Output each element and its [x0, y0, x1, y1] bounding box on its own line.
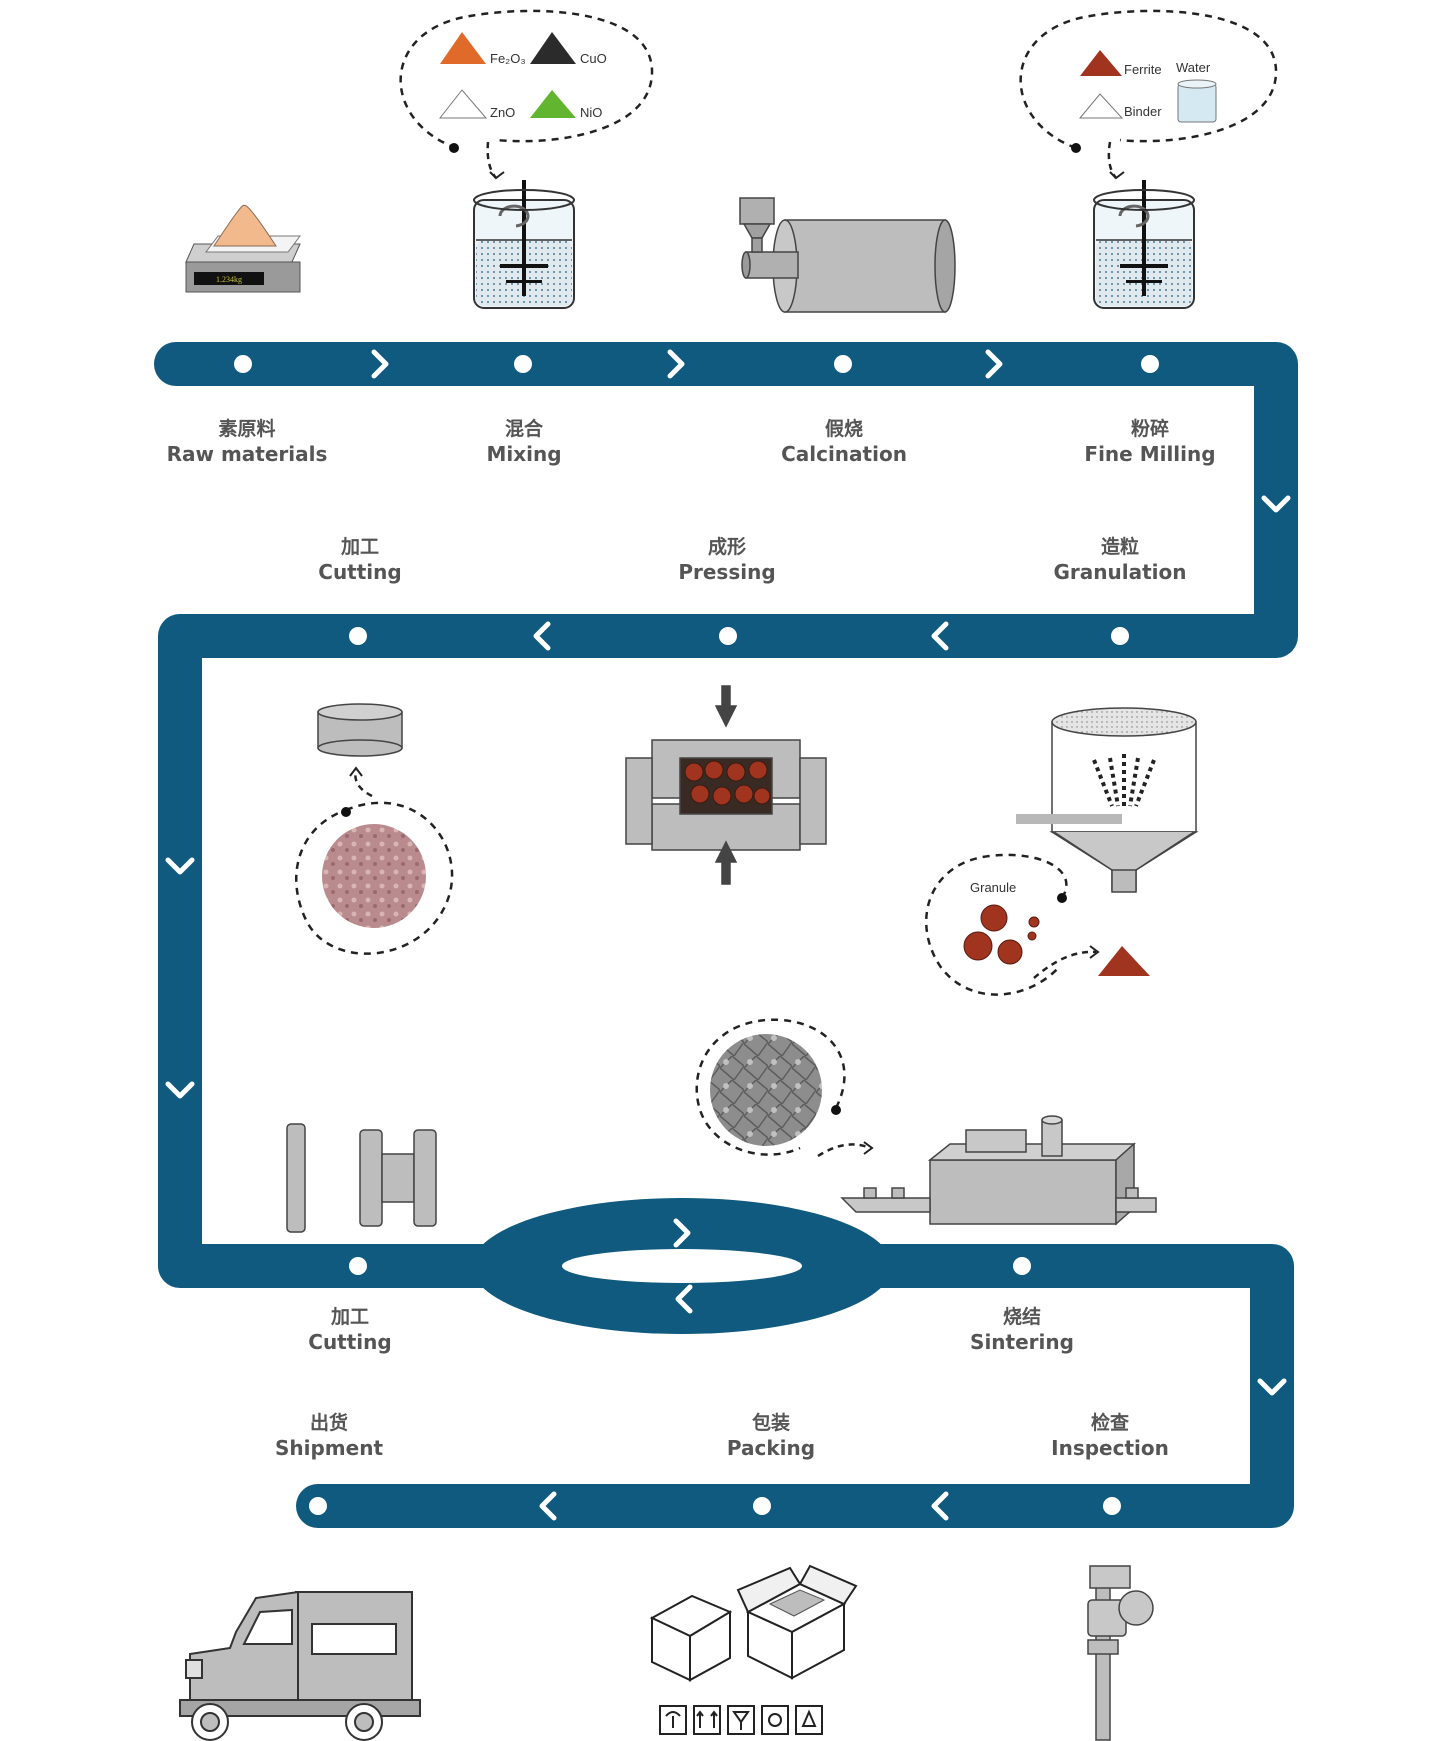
- step-raw-materials: 素原料 Raw materials: [127, 418, 367, 467]
- step-sintering-zh: 烧结: [1002, 1306, 1041, 1328]
- legend-zno: ZnO: [490, 105, 515, 120]
- step-cutting2-zh: 加工: [330, 1306, 369, 1328]
- mix-legend-bubble: [399, 9, 654, 180]
- step-cutting-top: 加工 Cutting: [240, 536, 480, 585]
- kiln-icon: [739, 197, 956, 313]
- step-shipment-zh: 出货: [309, 1412, 348, 1434]
- cut-core-icon: [286, 1123, 437, 1233]
- step-milling-zh: 粉碎: [1130, 418, 1169, 440]
- step-pressing-en: Pressing: [678, 559, 776, 584]
- step-raw-zh: 素原料: [218, 418, 276, 440]
- truck-icon: [179, 1590, 421, 1741]
- step-inspection-zh: 检查: [1090, 1412, 1129, 1434]
- step-mixing-en: Mixing: [486, 441, 562, 466]
- step-fine-milling: 粉碎 Fine Milling: [1030, 418, 1270, 467]
- spray-dryer-icon: [1016, 707, 1199, 893]
- step-mixing: 混合 Mixing: [404, 418, 644, 467]
- step-sintering: 烧结 Sintering: [902, 1306, 1142, 1355]
- step-calcination-zh: 假烧: [824, 418, 863, 440]
- step-granulation-zh: 造粒: [1100, 536, 1139, 558]
- legend-binder: Binder: [1124, 104, 1162, 119]
- step-cutting2-en: Cutting: [308, 1329, 392, 1354]
- step-inspection: 检查 Inspection: [990, 1412, 1230, 1461]
- mixer-icon: [473, 180, 575, 309]
- mill-beaker-icon: [1093, 180, 1195, 309]
- packing-symbols: [659, 1705, 823, 1735]
- step-granulation: 造粒 Granulation: [1000, 536, 1240, 585]
- legend-nio: NiO: [580, 105, 602, 120]
- step-sintering-en: Sintering: [970, 1329, 1074, 1354]
- step-raw-en: Raw materials: [166, 441, 328, 466]
- step-shipment: 出货 Shipment: [209, 1412, 449, 1461]
- step-milling-en: Fine Milling: [1084, 441, 1216, 466]
- step-packing-en: Packing: [726, 1435, 816, 1460]
- press-icon: [625, 685, 827, 885]
- step-cutting-bottom: 加工 Cutting: [230, 1306, 470, 1355]
- step-pressing: 成形 Pressing: [607, 536, 847, 585]
- track-chevrons: [165, 349, 1291, 1521]
- track-dots: [234, 355, 1159, 1515]
- box-icon: [649, 1564, 858, 1682]
- microstructure-bubble: [295, 766, 454, 955]
- step-cutting1-zh: 加工: [340, 536, 379, 558]
- legend-water: Water: [1176, 60, 1211, 75]
- step-mixing-zh: 混合: [504, 418, 543, 440]
- legend-fe2o3: Fe₂O₃: [490, 51, 526, 66]
- step-inspection-en: Inspection: [1051, 1435, 1169, 1460]
- sintering-loop-hole: [562, 1249, 802, 1283]
- legend-ferrite: Ferrite: [1124, 62, 1162, 77]
- step-granulation-en: Granulation: [1053, 559, 1187, 584]
- granulate-legend-bubble: [1019, 9, 1278, 180]
- step-shipment-en: Shipment: [274, 1435, 384, 1460]
- step-calcination-en: Calcination: [781, 441, 907, 466]
- step-calcination: 假烧 Calcination: [724, 418, 964, 467]
- step-cutting1-en: Cutting: [318, 559, 402, 584]
- caliper-icon: [1087, 1565, 1154, 1741]
- core-icon: [317, 703, 403, 757]
- sem-bubble: [695, 1018, 874, 1158]
- granule-label: Granule: [970, 880, 1016, 895]
- scale-icon: 1.234kg: [185, 204, 301, 293]
- step-packing: 包装 Packing: [651, 1412, 891, 1461]
- step-packing-zh: 包装: [751, 1412, 790, 1434]
- scale-readout: 1.234kg: [216, 275, 242, 284]
- legend-cuo: CuO: [580, 51, 607, 66]
- granule-bubble: [925, 853, 1150, 996]
- step-pressing-zh: 成形: [707, 536, 746, 558]
- process-track: [154, 342, 1298, 1528]
- furnace-icon: [840, 1115, 1157, 1226]
